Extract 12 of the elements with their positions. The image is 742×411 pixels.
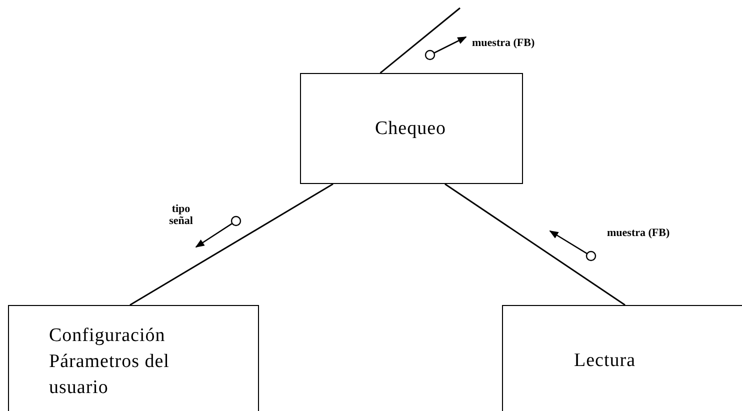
process-box bbox=[8, 305, 259, 411]
process-box bbox=[502, 305, 742, 411]
module-name: Configuración Párametros del usuario bbox=[49, 324, 170, 400]
data-couple-label: tipo señal bbox=[168, 203, 194, 228]
connector-line bbox=[130, 183, 334, 306]
data-couple-label: muestra (FB) bbox=[607, 227, 671, 240]
connector-line bbox=[444, 183, 626, 306]
module-name: Chequeo bbox=[375, 117, 446, 141]
data-couple-label: muestra (FB) bbox=[472, 37, 536, 50]
module-name: Lectura bbox=[574, 349, 636, 373]
process-box bbox=[300, 73, 523, 184]
connector-line bbox=[380, 7, 460, 74]
